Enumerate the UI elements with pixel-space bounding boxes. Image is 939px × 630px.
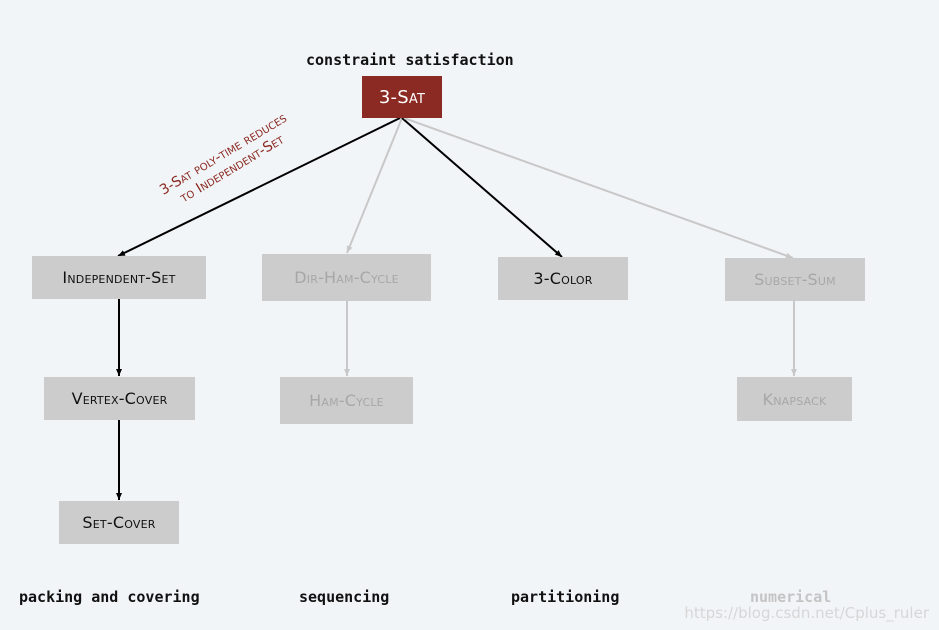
edge-3sat-to-dir-ham-cycle [346,117,403,254]
category-numerical: numerical [750,588,832,606]
edge-3sat-to-independent-set [117,117,401,257]
node-set-cover: Set-Cover [59,501,179,544]
node-vertex-cover: Vertex-Cover [44,377,195,420]
watermark-url: https://blog.csdn.net/Cplus_ruler [684,604,929,622]
node-knapsack: Knapsack [737,377,852,421]
node-3-color: 3-Color [498,257,628,300]
category-sequencing: sequencing [299,588,390,606]
category-partitioning: partitioning [511,588,620,606]
node-dir-ham-cycle: Dir-Ham-Cycle [262,254,431,301]
node-subset-sum: Subset-Sum [725,258,865,301]
category-packing-and-covering: packing and covering [19,588,200,606]
node-ham-cycle: Ham-Cycle [280,377,413,424]
edge-3sat-to-subset-sum [403,117,794,259]
node-independent-set: Independent-Set [32,256,206,299]
node-3-sat: 3-Sat [362,76,442,118]
edge-3sat-to-3-color [401,117,563,258]
top-caption: constraint satisfaction [306,51,514,69]
